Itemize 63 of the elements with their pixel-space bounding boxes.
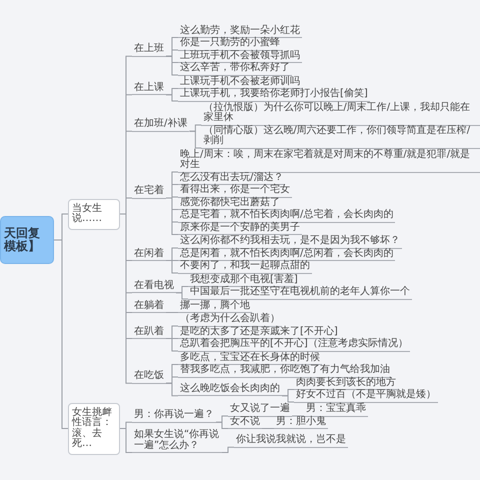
reply-text: 你让我说我就说，岂不是	[234, 435, 348, 448]
reply-text: 看得出来，你是一个宅女	[178, 185, 292, 198]
main-topic-box: 女生挑衅性语言：滚、去死…	[68, 402, 120, 454]
topic-label: 男：你再说一遍？	[132, 410, 216, 423]
reply-text: （拉仇恨版）为什么你可以晚上/周末工作/上课，我却只能在家里休	[201, 102, 480, 126]
connector-line	[188, 130, 202, 148]
reply-text: 总是宅着，就不怕长肉肉啊/总宅着，会长肉肉的	[178, 210, 396, 222]
reply-text: 总是闲着，就不怕长肉肉啊/总闲着，会长肉肉的	[178, 248, 396, 261]
reply-text: 多吃点，宝宝还在长身体的时候	[178, 352, 322, 365]
reply-text: 挪一挪，腾个地	[178, 300, 252, 313]
connector-line	[262, 428, 274, 429]
root-topic-box: 天回复模板】	[0, 216, 54, 264]
reply-text: 女又说了一遍	[228, 404, 292, 416]
reply-text: 总趴着会把胸压平的[不开心]（注意考虑实际情况）	[178, 339, 410, 352]
main-topic-box: 当女生说……	[68, 198, 120, 230]
topic-label: 在吃饭	[132, 371, 166, 384]
reply-text: 上课玩手机，我要给你老师打小报告[偷笑]	[178, 89, 370, 102]
topic-label: 在看电视	[132, 280, 176, 294]
connector-line	[120, 214, 132, 384]
connector-line	[176, 292, 188, 300]
reply-text: 女不说	[228, 416, 262, 429]
connector-line	[166, 260, 178, 274]
reply-text: 男：胆小鬼	[274, 416, 328, 429]
reply-text: 中国最后一批还坚守在电视机前的老年人算你一个	[188, 287, 412, 300]
topic-label: 如果女生说“你再说一遍”怎么办？	[132, 430, 222, 453]
connector-line	[54, 240, 68, 429]
reply-text: 感觉你都快宅出蘑菇了	[178, 198, 282, 210]
reply-text: 上班玩手机不会被领导抓吗	[178, 50, 302, 63]
connector-line	[166, 198, 178, 235]
reply-text: 晚上/周末：唉，周末在家宅着就是对周末的不尊重/就是犯罪/就是对生	[178, 150, 480, 172]
topic-label: 在上课	[132, 82, 166, 96]
reply-text: 肉肉要长到该长的地方	[294, 378, 398, 390]
reply-text: 我想变成那个电视[害羞]	[188, 274, 300, 287]
connector-line	[216, 422, 228, 429]
reply-text: 怎么没有出去玩/溜达？	[178, 172, 286, 185]
connector-line	[166, 312, 178, 313]
reply-text: 这么勤劳，奖励一朵小红花	[178, 26, 302, 38]
connector-line	[282, 395, 294, 402]
topic-label: 在上班	[132, 44, 166, 57]
connector-line	[166, 338, 178, 352]
reply-text: 这么闲你都不约我相去玩，是不是因为我不够坏？	[178, 236, 402, 248]
reply-text: 好女不过百（不是平胸就是矮）	[294, 390, 438, 402]
reply-text: （考虑为什么会趴着）	[178, 314, 282, 326]
reply-text: 替我多吃点，我减肥，你吃饱了有力气给我加油	[178, 365, 392, 378]
topic-label: 在宅着	[132, 186, 166, 198]
reply-text: 原来你是一个安静的美男子	[178, 222, 302, 235]
connector-line	[120, 428, 132, 453]
connector-line	[166, 56, 178, 76]
topic-label: 在躺着	[132, 300, 166, 313]
topic-label: 在闲着	[132, 248, 166, 261]
topic-label: 在趴着	[132, 326, 166, 339]
connector-line	[166, 382, 178, 396]
topic-label: 在加班/补课	[132, 119, 190, 132]
connector-line	[166, 94, 178, 102]
reply-text: 你是一只勤劳的小蜜蜂	[178, 38, 282, 50]
reply-text: （同情心版）这么晚/周六还要工作，你们领导简直是在压榨/剥削	[201, 126, 480, 148]
reply-text: 是吃的太多了还是亲戚来了[不开心]	[178, 326, 340, 339]
reply-text: 男：宝宝真乖	[304, 404, 368, 416]
reply-text: 不要闲了，和我一起聊点甜的	[178, 261, 312, 274]
reply-text: 上课玩手机不会被老师训吗	[178, 76, 302, 89]
reply-text: 这么辛苦，带你私奔好了	[178, 63, 292, 76]
reply-text: 这么晚吃饭会长肉肉的	[178, 384, 282, 396]
connector-line	[222, 446, 234, 453]
